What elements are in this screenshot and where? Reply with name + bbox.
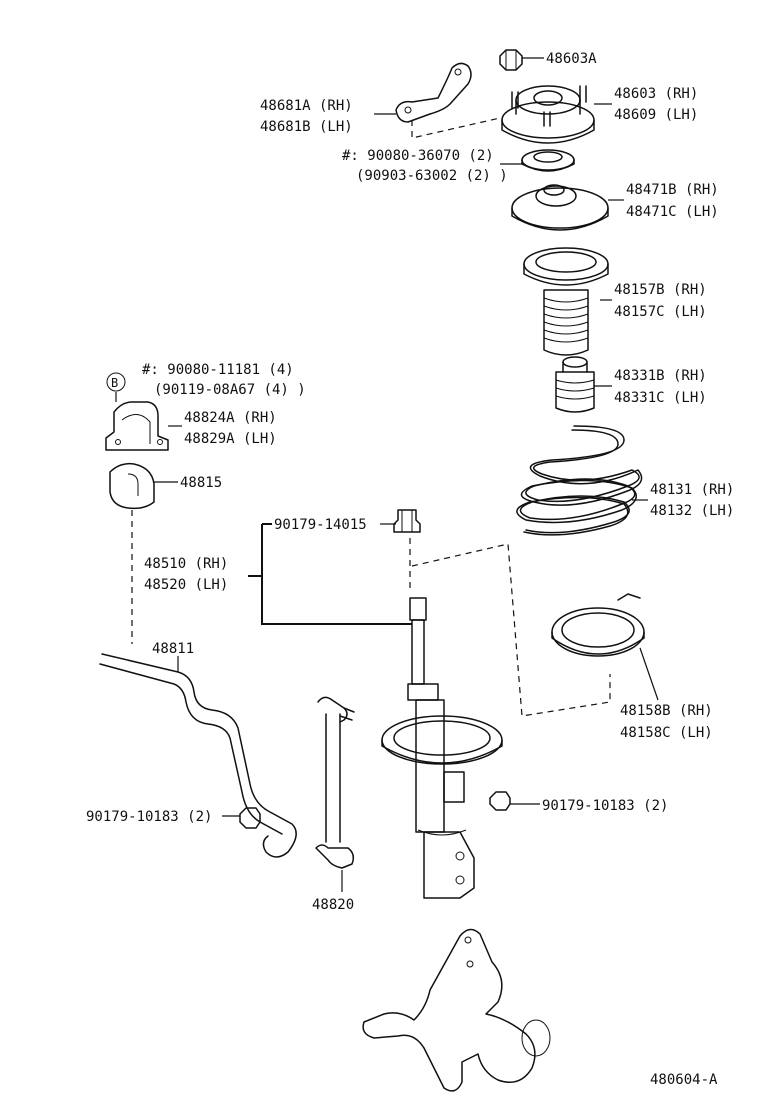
bushing-drawing — [109, 462, 178, 510]
b-marker-circle — [106, 372, 126, 392]
spring-seat-drawing — [511, 184, 624, 231]
label-bumper-lh: 48331C (LH) — [614, 390, 707, 406]
label-bolt-b-1: #: 90080-11181 (4) — [142, 362, 294, 378]
label-bracket-rh: 48681A (RH) — [260, 98, 353, 114]
label-stabilizer-bar: 48811 — [152, 641, 194, 657]
stabilizer-bar-drawing — [99, 653, 297, 858]
label-insulator-lh: 48158C (LH) — [620, 725, 713, 741]
boot-drawing — [523, 247, 612, 356]
label-nut-48603a: 48603A — [546, 51, 597, 67]
label-link: 48820 — [312, 897, 354, 913]
label-seat-lh: 48471C (LH) — [626, 204, 719, 220]
label-bolt-b-2: (90119-08A67 (4) ) — [154, 382, 306, 398]
label-diagram-code: 480604-A — [650, 1072, 718, 1088]
nut-90179-10183-left-drawing — [222, 807, 261, 829]
label-bush-bracket-lh: 48829A (LH) — [184, 431, 277, 447]
bearing-drawing — [500, 149, 575, 172]
bushing-bracket-drawing — [105, 401, 182, 451]
label-support-lh: 48609 (LH) — [614, 107, 698, 123]
spring-insulator-drawing — [551, 593, 659, 701]
label-seat-rh: 48471B (RH) — [626, 182, 719, 198]
label-bushing: 48815 — [180, 475, 222, 491]
label-bearing-2: (90903-63002 (2) ) — [356, 168, 508, 184]
label-bush-bracket-rh: 48824A (RH) — [184, 410, 277, 426]
label-nut-14015: 90179-14015 — [274, 517, 367, 533]
label-spring-rh: 48131 (RH) — [650, 482, 734, 498]
stabilizer-link-drawing — [315, 696, 355, 892]
label-support-rh: 48603 (RH) — [614, 86, 698, 102]
label-boot-rh: 48157B (RH) — [614, 282, 707, 298]
label-bearing-1: #: 90080-36070 (2) — [342, 148, 494, 164]
label-spring-lh: 48132 (LH) — [650, 503, 734, 519]
label-bracket-lh: 48681B (LH) — [260, 119, 353, 135]
label-nut-10183-left: 90179-10183 (2) — [86, 809, 212, 825]
label-boot-lh: 48157C (LH) — [614, 304, 707, 320]
nut-90179-14015-drawing — [380, 509, 421, 533]
label-strut-lh: 48520 (LH) — [144, 577, 228, 593]
coil-spring-drawing — [516, 425, 648, 536]
bracket-48681-drawing — [374, 62, 472, 123]
bump-stop-drawing — [555, 356, 612, 413]
steering-knuckle-drawing — [362, 928, 551, 1092]
strut-mount-support-drawing — [501, 85, 612, 144]
label-insulator-rh: 48158B (RH) — [620, 703, 713, 719]
label-nut-10183-right: 90179-10183 (2) — [542, 798, 668, 814]
strut-assembly-drawing — [381, 597, 503, 899]
nut-90179-10183-right-drawing — [489, 791, 540, 811]
label-bumper-rh: 48331B (RH) — [614, 368, 707, 384]
nut-48603a-drawing — [499, 49, 544, 71]
label-strut-rh: 48510 (RH) — [144, 556, 228, 572]
label-b-marker: B — [111, 376, 118, 390]
